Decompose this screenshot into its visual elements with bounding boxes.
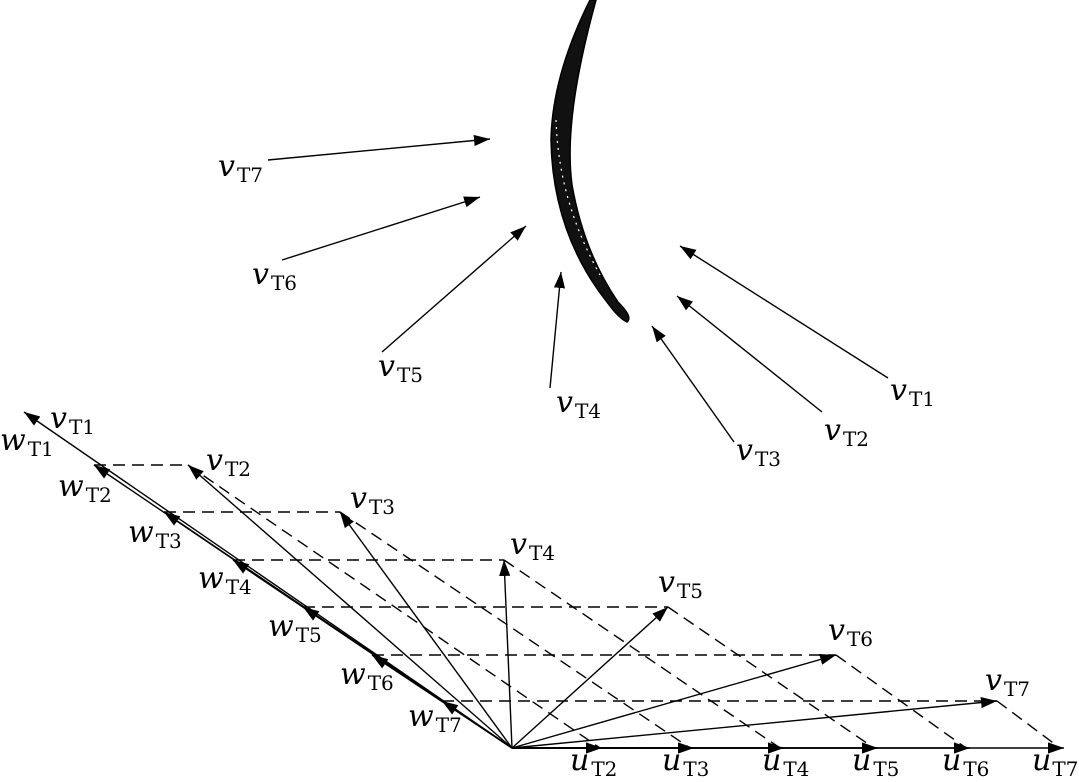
blade-arrow-v-t4 <box>549 271 566 389</box>
dash-d-6 <box>835 654 967 749</box>
blade-body <box>550 0 630 323</box>
dashed-horizontal-lines <box>94 464 997 702</box>
w-arrow-t7 <box>441 700 513 749</box>
dash-d-5 <box>667 606 875 749</box>
blade-arrow-v-t3 <box>651 325 735 443</box>
blade-profile <box>550 0 630 323</box>
v-absolute-velocity-arrows <box>187 464 998 749</box>
w-relative-velocity-line <box>23 411 513 749</box>
v-arrow-t5 <box>511 606 669 749</box>
blade-arrow-v-t2 <box>676 295 823 413</box>
v-arrow-t3 <box>339 511 513 749</box>
dashed-diagonal-lines <box>187 464 1061 749</box>
dash-d-2 <box>187 464 601 749</box>
blade-arrow-v-t6 <box>281 196 481 261</box>
v-arrow-t4 <box>499 559 513 749</box>
blade-velocity-arrows <box>267 134 889 443</box>
dash-d-4 <box>503 559 781 749</box>
label-u-t7: uT7 <box>1032 743 1078 781</box>
blade-edge-dots <box>555 119 601 276</box>
blade-arrow-v-t5 <box>381 225 527 353</box>
blade-arrow-v-t7 <box>267 134 491 161</box>
v-arrow-t7 <box>511 696 998 749</box>
dash-d-3 <box>339 511 691 749</box>
blade-arrow-v-t1 <box>679 245 889 379</box>
v-arrow-t6 <box>511 654 837 749</box>
v-arrow-t2 <box>187 464 513 749</box>
dash-d-7 <box>996 700 1061 749</box>
